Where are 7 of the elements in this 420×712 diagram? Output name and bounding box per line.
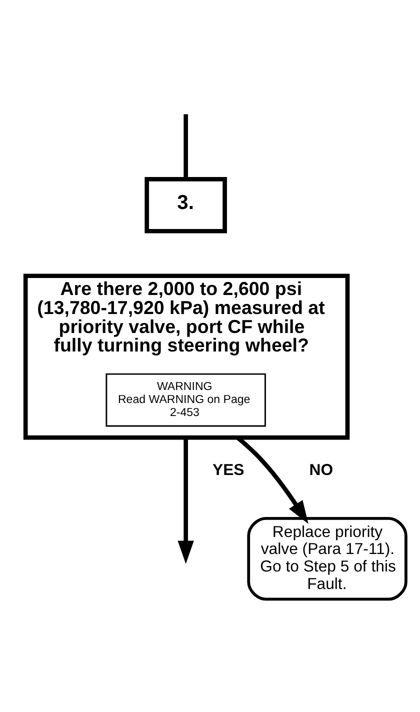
node-box: 3. (144, 177, 227, 234)
connector (184, 114, 188, 179)
node-box: Replace priority valve (Para 17-11). Go to Step 5 of this Fault. (247, 516, 408, 601)
edge-label: NO (309, 462, 334, 479)
arrow (178, 438, 194, 564)
edge-label: YES (212, 462, 244, 479)
node-box: WARNING Read WARNING on Page 2-453 (106, 373, 266, 427)
